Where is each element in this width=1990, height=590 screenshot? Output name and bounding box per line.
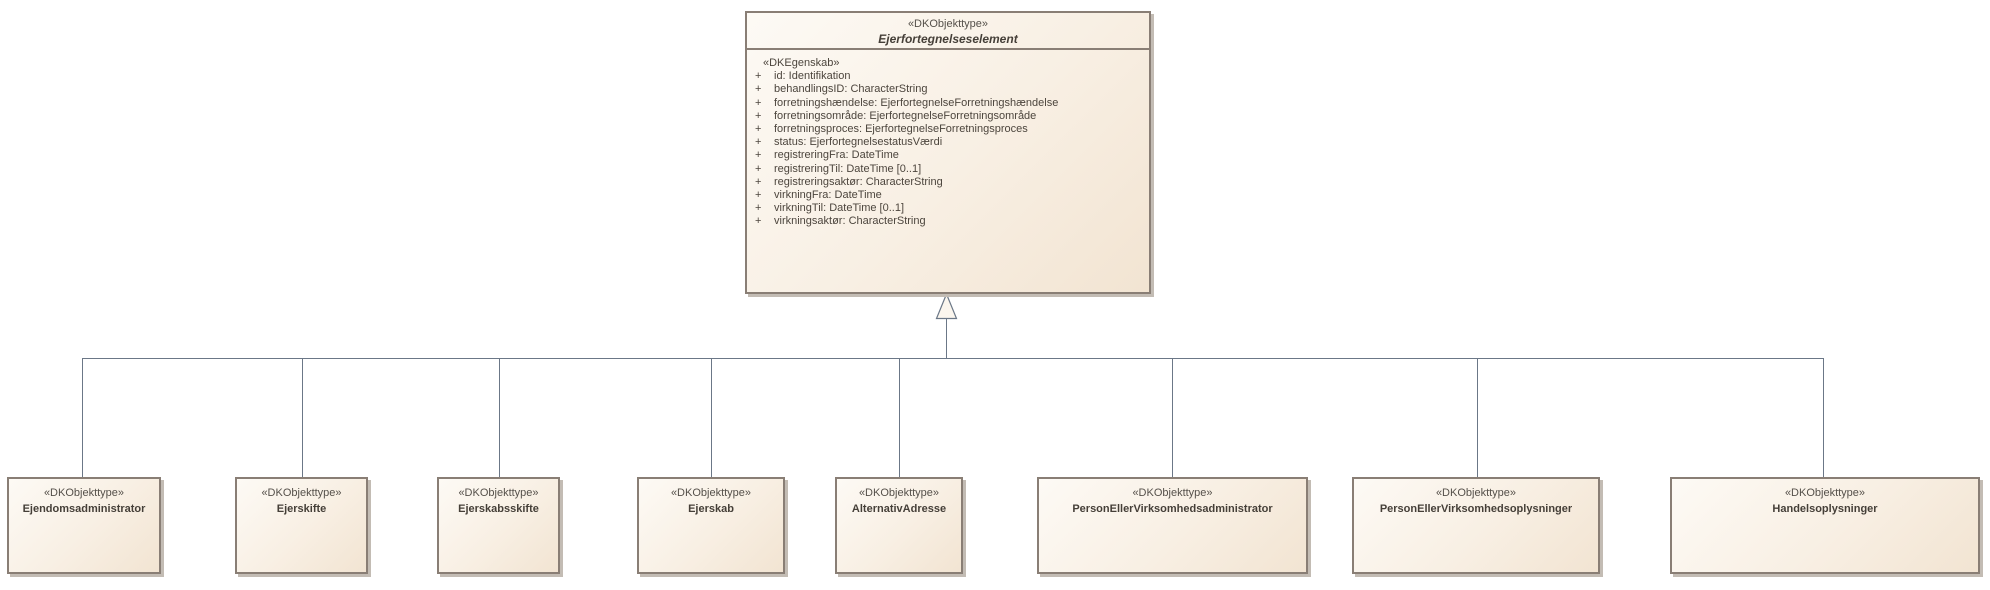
class-name: Ejerskifte bbox=[276, 503, 327, 515]
class-name: Ejerfortegnelseselement bbox=[878, 32, 1018, 46]
generalization-triangle-icon bbox=[935, 293, 958, 320]
attribute-text: behandlingsID: CharacterString bbox=[774, 83, 928, 96]
attribute-text: forretningsproces: EjerfortegnelseForret… bbox=[774, 123, 1028, 136]
class-name: Handelsoplysninger bbox=[1772, 503, 1878, 515]
visibility-marker: + bbox=[755, 136, 762, 149]
attribute-row: + registreringsaktør: CharacterString bbox=[753, 176, 1143, 189]
attribute-text: virkningsaktør: CharacterString bbox=[774, 215, 926, 228]
class-header: «DKObjekttype» Ejerfortegnelseselement bbox=[747, 13, 1149, 50]
attribute-row: + virkningsaktør: CharacterString bbox=[753, 215, 1143, 228]
attribute-text: forretningsområde: EjerfortegnelseForret… bbox=[774, 109, 1037, 122]
child-connector-line bbox=[1477, 358, 1478, 477]
class-ejerskab[interactable]: «DKObjekttype» Ejerskab bbox=[637, 477, 785, 574]
visibility-marker: + bbox=[755, 189, 762, 202]
stereotype-label: «DKObjekttype» bbox=[1132, 487, 1213, 499]
stereotype-label: «DKObjekttype» bbox=[670, 487, 752, 499]
class-alternativadresse[interactable]: «DKObjekttype» AlternativAdresse bbox=[835, 477, 963, 574]
attribute-text: registreringsaktør: CharacterString bbox=[774, 175, 943, 188]
attribute-text: registreringTil: DateTime [0..1] bbox=[774, 162, 922, 175]
attribute-row: + behandlingsID: CharacterString bbox=[753, 83, 1143, 96]
visibility-marker: + bbox=[755, 215, 762, 228]
attribute-text: status: EjerfortegnelsestatusVærdi bbox=[774, 136, 943, 149]
parent-connector-line bbox=[946, 319, 947, 358]
class-ejerskifte[interactable]: «DKObjekttype» Ejerskifte bbox=[235, 477, 368, 574]
attribute-row: + id: Identifikation bbox=[753, 70, 1143, 83]
attribute-row: + registreringTil: DateTime [0..1] bbox=[753, 163, 1143, 176]
stereotype-label: «DKObjekttype» bbox=[1435, 487, 1517, 499]
attributes-group-label: «DKEgenskab» bbox=[763, 57, 840, 69]
child-connector-line bbox=[711, 358, 712, 477]
stereotype-label: «DKObjekttype» bbox=[1784, 487, 1866, 499]
child-connector-line bbox=[1172, 358, 1173, 477]
class-name: PersonEllerVirksomhedsadministrator bbox=[1072, 503, 1273, 515]
class-ejerfortegnelseselement[interactable]: «DKObjekttype» Ejerfortegnelseselement «… bbox=[745, 11, 1151, 294]
class-ejerskabsskifte[interactable]: «DKObjekttype» Ejerskabsskifte bbox=[437, 477, 560, 574]
child-connector-line bbox=[82, 358, 83, 477]
class-name: Ejerskabsskifte bbox=[458, 503, 539, 515]
attribute-text: virkningFra: DateTime bbox=[774, 189, 882, 202]
class-personellervirksomhedsadministrator[interactable]: «DKObjekttype» PersonEllerVirksomhedsadm… bbox=[1037, 477, 1308, 574]
attribute-row: + registreringFra: DateTime bbox=[753, 149, 1143, 162]
class-name: PersonEllerVirksomhedsoplysninger bbox=[1379, 503, 1573, 515]
stereotype-label: «DKObjekttype» bbox=[907, 18, 989, 30]
attribute-text: id: Identifikation bbox=[774, 70, 851, 83]
attribute-row: + forretningsområde: EjerfortegnelseForre… bbox=[753, 110, 1143, 123]
class-name: Ejerskab bbox=[688, 503, 734, 515]
class-ejendomsadministrator[interactable]: «DKObjekttype» Ejendomsadministrator bbox=[7, 477, 161, 574]
generalization-bus-line bbox=[82, 358, 1824, 359]
attribute-row: + virkningTil: DateTime [0..1] bbox=[753, 202, 1143, 215]
attribute-row: + status: EjerfortegnelsestatusVærdi bbox=[753, 136, 1143, 149]
visibility-marker: + bbox=[755, 70, 762, 83]
stereotype-label: «DKObjekttype» bbox=[43, 487, 125, 499]
visibility-marker: + bbox=[755, 149, 762, 162]
visibility-marker: + bbox=[755, 109, 762, 122]
attributes-compartment: «DKEgenskab» + id: Identifikation + behand… bbox=[747, 50, 1149, 229]
class-personellervirksomhedsoplysninger[interactable]: «DKObjekttype» PersonEllerVirksomhedsopl… bbox=[1352, 477, 1600, 574]
child-connector-line bbox=[899, 358, 900, 477]
class-name: AlternativAdresse bbox=[851, 503, 947, 515]
class-name: Ejendomsadministrator bbox=[22, 503, 146, 515]
child-connector-line bbox=[1823, 358, 1824, 477]
visibility-marker: + bbox=[755, 83, 762, 96]
stereotype-label: «DKObjekttype» bbox=[458, 487, 539, 499]
visibility-marker: + bbox=[755, 162, 762, 175]
attribute-text: forretningshændelse: EjerfortegnelseForr… bbox=[774, 96, 1059, 109]
attribute-text: registreringFra: DateTime bbox=[774, 149, 899, 162]
stereotype-label: «DKObjekttype» bbox=[858, 487, 940, 499]
visibility-marker: + bbox=[755, 123, 762, 136]
child-connector-line bbox=[499, 358, 500, 477]
attribute-row: + forretningsproces: EjerfortegnelseForre… bbox=[753, 123, 1143, 136]
attribute-row: + forretningshændelse: EjerfortegnelseFor… bbox=[753, 97, 1143, 110]
visibility-marker: + bbox=[755, 175, 762, 188]
visibility-marker: + bbox=[755, 202, 762, 215]
visibility-marker: + bbox=[755, 96, 762, 109]
attribute-row: + virkningFra: DateTime bbox=[753, 189, 1143, 202]
stereotype-label: «DKObjekttype» bbox=[261, 487, 342, 499]
class-handelsoplysninger[interactable]: «DKObjekttype» Handelsoplysninger bbox=[1670, 477, 1980, 574]
attribute-text: virkningTil: DateTime [0..1] bbox=[774, 202, 905, 215]
child-connector-line bbox=[302, 358, 303, 477]
